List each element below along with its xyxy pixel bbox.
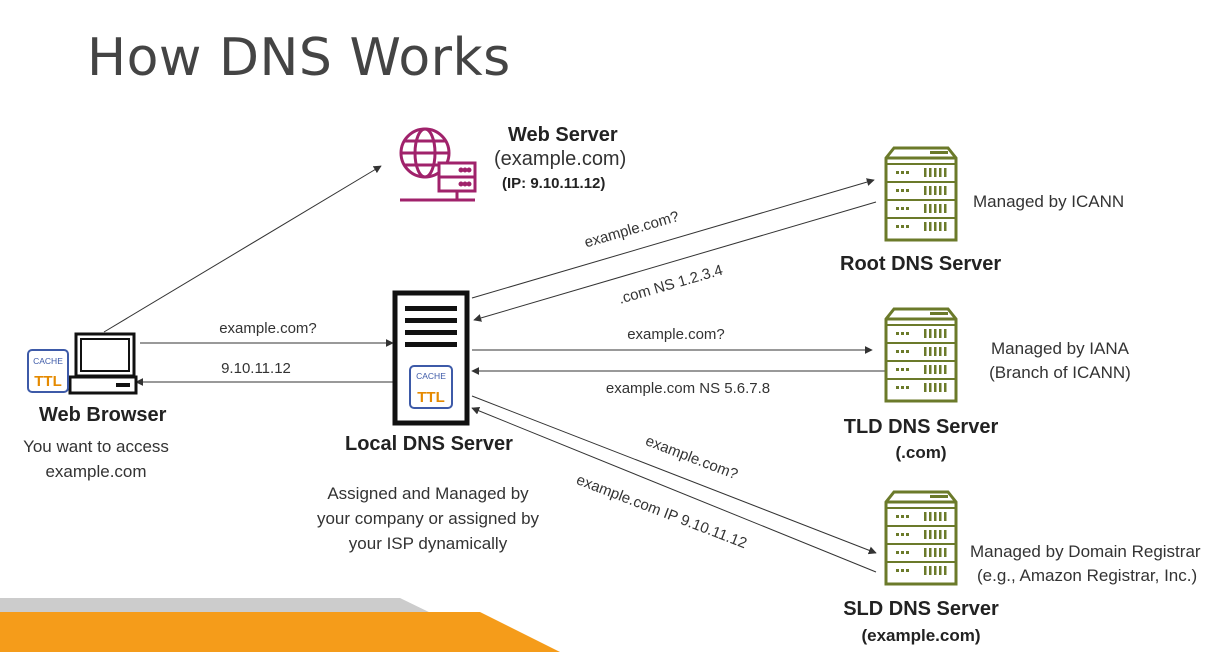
arrow-browser-to-webserver bbox=[103, 165, 382, 333]
local-dns-name: Local DNS Server bbox=[345, 433, 513, 455]
page-title: How DNS Works bbox=[87, 28, 511, 88]
local-dns-desc-3: your ISP dynamically bbox=[348, 534, 508, 553]
root-dns-name: Root DNS Server bbox=[840, 253, 1002, 275]
web-server-domain: (example.com) bbox=[494, 148, 627, 170]
label-sld-answer: example.com IP 9.10.11.12 bbox=[574, 471, 749, 552]
tld-dns-managed-1: Managed by IANA bbox=[991, 339, 1129, 358]
footer-bar bbox=[0, 598, 560, 652]
sld-dns-server-icon bbox=[884, 490, 958, 586]
tld-dns-name: TLD DNS Server bbox=[843, 416, 999, 438]
web-browser-desc-1: You want to access bbox=[23, 437, 169, 456]
arrow-root-answer bbox=[473, 201, 877, 322]
arrow-sld-query bbox=[471, 395, 877, 555]
computer-icon bbox=[68, 332, 138, 395]
web-browser-desc-2: example.com bbox=[45, 462, 147, 481]
sld-dns-name: SLD DNS Server bbox=[843, 598, 999, 620]
tld-dns-server-icon bbox=[884, 307, 958, 403]
sld-dns-managed-1: Managed by Domain Registrar bbox=[970, 542, 1201, 561]
root-dns-server-icon bbox=[884, 146, 958, 242]
label-tld-query: example.com? bbox=[627, 326, 725, 343]
root-dns-managed: Managed by ICANN bbox=[973, 192, 1125, 211]
web-server-ip: (IP: 9.10.11.12) bbox=[502, 175, 606, 192]
tld-dns-managed-2: (Branch of ICANN) bbox=[989, 363, 1131, 382]
web-server-icon bbox=[399, 127, 477, 202]
arrow-root-query bbox=[471, 178, 875, 299]
web-browser-name: Web Browser bbox=[39, 404, 167, 426]
label-browser-answer: 9.10.11.12 bbox=[221, 360, 291, 377]
local-dns-desc-1: Assigned and Managed by bbox=[327, 484, 529, 503]
arrow-sld-answer bbox=[471, 407, 877, 573]
svg-text:CACHE: CACHE bbox=[416, 371, 446, 381]
svg-text:TTL: TTL bbox=[34, 373, 62, 390]
svg-text:CACHE: CACHE bbox=[33, 356, 63, 366]
local-dns-desc-2: your company or assigned by bbox=[316, 509, 540, 528]
sld-dns-sub: (example.com) bbox=[861, 626, 981, 645]
label-sld-query: example.com? bbox=[643, 432, 740, 483]
label-root-answer: .com NS 1.2.3.4 bbox=[617, 262, 725, 308]
label-browser-query: example.com? bbox=[219, 320, 317, 337]
label-tld-answer: example.com NS 5.6.7.8 bbox=[606, 380, 770, 397]
tld-dns-sub: (.com) bbox=[895, 443, 947, 462]
local-dns-server-icon: CACHE TTL bbox=[392, 290, 470, 426]
browser-cache-icon: CACHE TTL bbox=[27, 349, 69, 393]
web-server-name: Web Server bbox=[508, 124, 618, 146]
label-root-query: example.com? bbox=[583, 208, 681, 251]
svg-text:TTL: TTL bbox=[417, 389, 445, 406]
sld-dns-managed-2: (e.g., Amazon Registrar, Inc.) bbox=[977, 566, 1198, 585]
